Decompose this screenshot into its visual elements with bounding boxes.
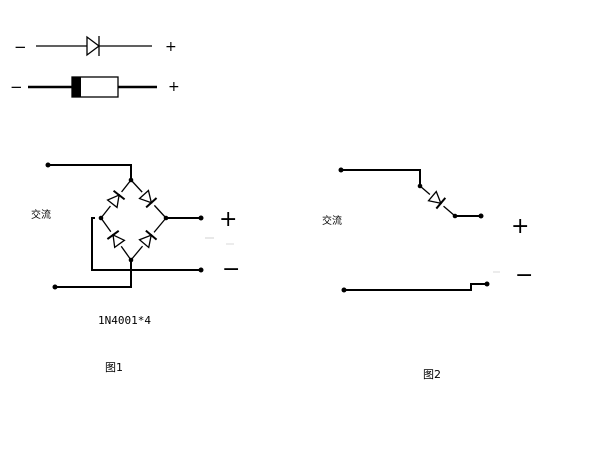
diode-body-legend: − + xyxy=(10,76,180,98)
figure1-bridge-rectifier: 交流 + − 1N4001*4 图1 xyxy=(31,162,240,374)
fig2-plus-terminal xyxy=(478,213,484,219)
fig1-diode-d2 xyxy=(136,187,160,211)
fig1-minus-terminal xyxy=(198,267,204,273)
fig2-plus-label: + xyxy=(511,214,529,239)
fig1-node-left xyxy=(98,215,104,221)
diode-triangle xyxy=(86,35,101,57)
fig2-minus-terminal xyxy=(484,281,490,287)
fig2-node-anode xyxy=(417,183,423,189)
fig2-minus-output-wire xyxy=(344,283,487,291)
fig2-node-cathode xyxy=(452,213,458,219)
body-plus-label: + xyxy=(168,79,180,95)
figure2-half-wave: 交流 + − 图2 xyxy=(322,167,533,381)
fig1-ac-top-terminal xyxy=(45,162,51,168)
fig2-ac-label: 交流 xyxy=(322,214,342,227)
fig1-node-top xyxy=(128,177,134,183)
fig2-ac-bottom-terminal xyxy=(341,287,347,293)
fig1-diode-d4 xyxy=(136,227,160,251)
fig1-node-bottom xyxy=(128,257,134,263)
fig2-ac-top-terminal xyxy=(338,167,344,173)
fig2-ac-top-wire xyxy=(341,169,421,186)
fig1-node-right xyxy=(163,215,169,221)
fig1-diode-d1 xyxy=(104,187,128,211)
symbol-plus-label: + xyxy=(165,39,177,55)
diode-symbol-legend: − + xyxy=(14,35,177,57)
fig1-ac-top-wire xyxy=(48,164,132,180)
fig1-plus-terminal xyxy=(198,215,204,221)
fig1-ac-label: 交流 xyxy=(31,208,51,221)
fig1-minus-label: − xyxy=(222,257,240,282)
fig1-plus-label: + xyxy=(219,207,237,232)
fig2-minus-label: − xyxy=(515,263,533,288)
fig2-diode xyxy=(425,188,449,212)
fig1-minus-output-wire xyxy=(91,217,201,271)
fig2-caption: 图2 xyxy=(423,368,441,381)
body-minus-label: − xyxy=(10,78,23,96)
cathode-band xyxy=(72,77,81,97)
symbol-minus-label: − xyxy=(14,38,27,56)
fig1-diode-d3 xyxy=(105,227,127,251)
fig1-ac-bottom-terminal xyxy=(52,284,58,290)
fig1-caption: 图1 xyxy=(105,361,123,374)
fig1-part-label: 1N4001*4 xyxy=(98,314,151,327)
